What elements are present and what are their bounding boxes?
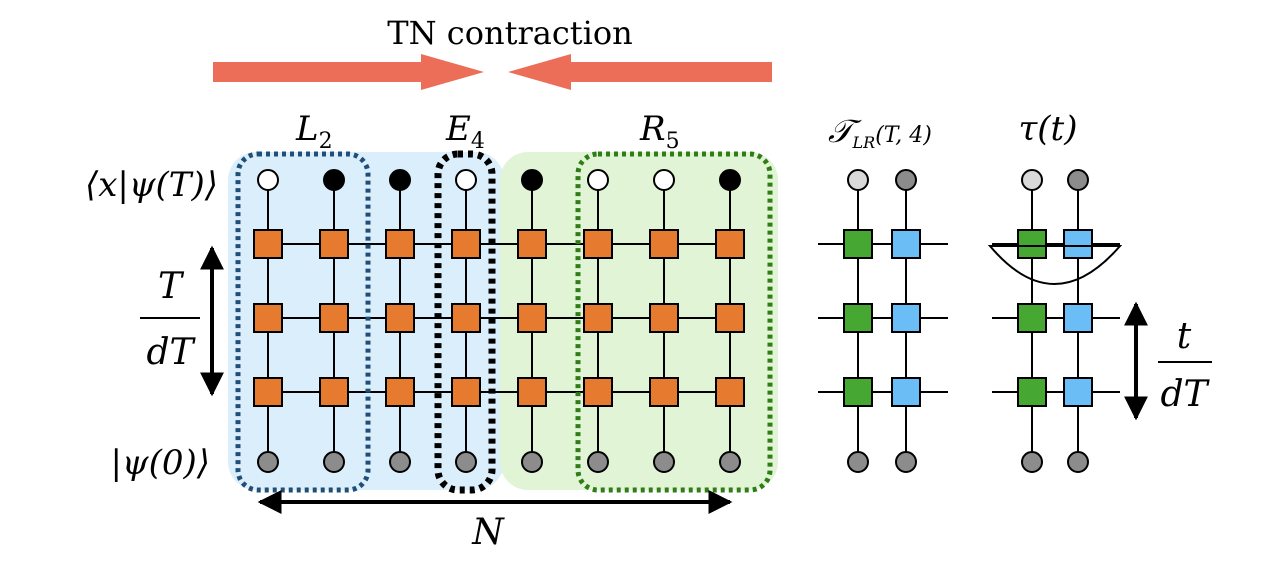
gate-tensor xyxy=(319,377,349,407)
output-node-one xyxy=(719,169,741,191)
tau-lr-input-node xyxy=(895,451,917,473)
R-label: R5 xyxy=(639,109,680,154)
input-node xyxy=(587,451,609,473)
tau-contraction-arc xyxy=(987,245,1123,285)
diagram-title: TN contraction xyxy=(387,14,632,52)
tau-lr-gate-blue xyxy=(891,377,921,407)
contraction-arrows-icon xyxy=(213,54,772,90)
tau-label: τ(t) xyxy=(1018,109,1077,149)
gate-tensor xyxy=(583,303,613,333)
final-state-label: ⟨x|ψ(T)⟩ xyxy=(85,165,218,205)
tau-gate-blue xyxy=(1063,303,1093,333)
tau-lr-gate-blue xyxy=(891,229,921,259)
tau-lr-gate-blue xyxy=(891,303,921,333)
tau-gate-blue xyxy=(1063,377,1093,407)
gate-tensor xyxy=(385,377,415,407)
input-node xyxy=(257,451,279,473)
gate-tensor xyxy=(385,229,415,259)
width-label: N xyxy=(471,512,505,553)
gate-tensor xyxy=(649,377,679,407)
input-node xyxy=(521,451,543,473)
output-node-zero xyxy=(587,169,609,191)
tau-output-node xyxy=(1067,169,1089,191)
gate-tensor xyxy=(649,303,679,333)
gate-tensor xyxy=(253,229,283,259)
gate-tensor xyxy=(649,229,679,259)
tau-lr-input-node xyxy=(847,451,869,473)
gate-tensor xyxy=(319,303,349,333)
circuit-grid xyxy=(253,169,1120,473)
input-node xyxy=(455,451,477,473)
gate-tensor xyxy=(451,377,481,407)
tau-gate-blue xyxy=(1063,229,1093,259)
tau-gate-green xyxy=(1017,377,1047,407)
tau-lr-label: 𝒯LR(T, 4) xyxy=(828,112,932,152)
depth-denominator: dT xyxy=(146,332,196,373)
gate-tensor xyxy=(517,229,547,259)
tau-output-node xyxy=(1021,169,1043,191)
tau-lr-gate-green xyxy=(843,303,873,333)
output-node-one xyxy=(521,169,543,191)
L-label: L2 xyxy=(295,109,333,154)
tau-depth-numerator: t xyxy=(1177,316,1192,357)
gate-tensor xyxy=(517,303,547,333)
E4-selection-box xyxy=(434,150,496,494)
tau-depth-denominator: dT xyxy=(1160,374,1210,415)
right-environment-region xyxy=(500,152,778,490)
gate-tensor xyxy=(583,377,613,407)
E-label: E4 xyxy=(445,109,485,154)
output-node-one xyxy=(389,169,411,191)
tau-input-node xyxy=(1067,451,1089,473)
tau-lr-gate-green xyxy=(843,377,873,407)
gate-tensor xyxy=(451,229,481,259)
input-node xyxy=(323,451,345,473)
initial-state-label: |ψ(0)⟩ xyxy=(110,443,210,483)
depth-numerator: T xyxy=(158,266,185,307)
output-node-zero xyxy=(257,169,279,191)
tau-input-node xyxy=(1021,451,1043,473)
gate-tensor xyxy=(517,377,547,407)
output-node-one xyxy=(323,169,345,191)
gate-tensor xyxy=(253,377,283,407)
gate-tensor xyxy=(253,303,283,333)
output-node-zero xyxy=(455,169,477,191)
tau-gate-green xyxy=(1017,303,1047,333)
gate-tensor xyxy=(385,303,415,333)
gate-tensor xyxy=(715,229,745,259)
tau-lr-gate-green xyxy=(843,229,873,259)
input-node xyxy=(719,451,741,473)
tau-lr-output-node xyxy=(847,169,869,191)
gate-tensor xyxy=(583,229,613,259)
tau-gate-green xyxy=(1017,229,1047,259)
tau-lr-output-node xyxy=(895,169,917,191)
input-node xyxy=(653,451,675,473)
gate-tensor xyxy=(715,377,745,407)
gate-tensor xyxy=(319,229,349,259)
gate-tensor xyxy=(451,303,481,333)
gate-tensor xyxy=(715,303,745,333)
output-node-zero xyxy=(653,169,675,191)
input-node xyxy=(389,451,411,473)
